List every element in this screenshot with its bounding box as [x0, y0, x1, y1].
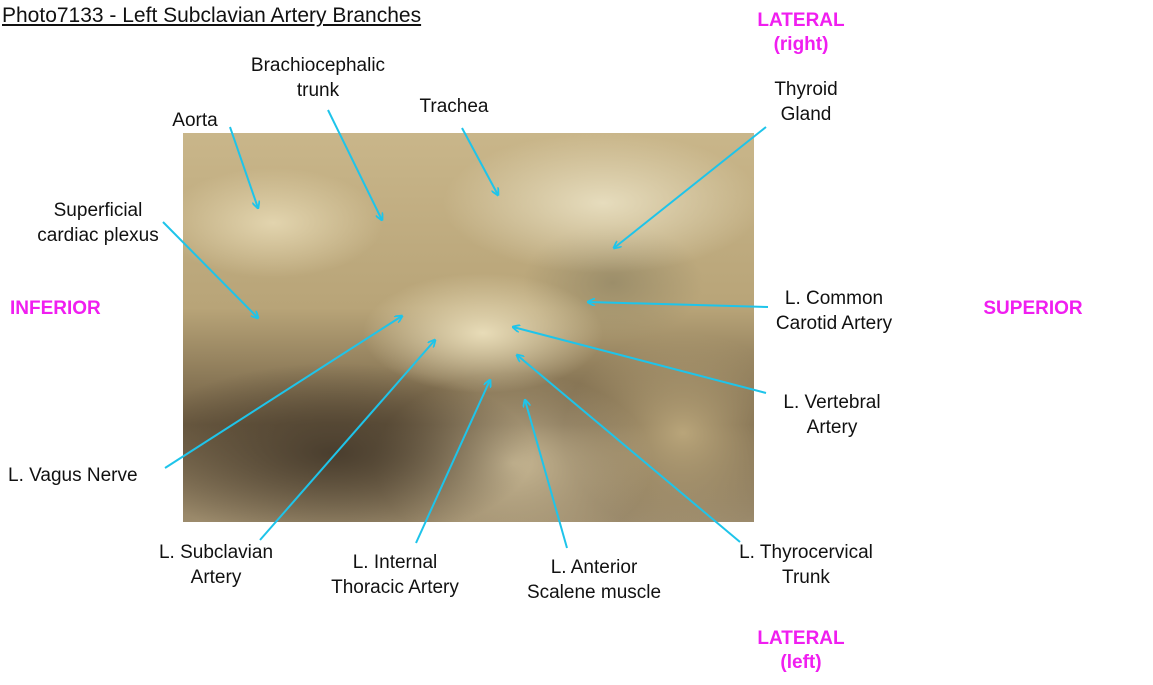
label-line: Carotid Artery — [775, 313, 893, 334]
direction-lateral-left: LATERAL (left) — [757, 627, 844, 675]
label-line: trunk — [296, 80, 340, 101]
label-line: L. Thyrocervical — [739, 542, 873, 563]
arrow-aorta — [229, 126, 258, 208]
arrow-trachea — [461, 127, 498, 195]
label-anterior-scalene-muscle: L. Anterior Scalene muscle — [527, 555, 661, 605]
arrow-brachiocephalic — [327, 109, 382, 220]
direction-inferior: INFERIOR — [10, 298, 101, 319]
label-aorta: Aorta — [172, 110, 218, 131]
page-title: Photo7133 - Left Subclavian Artery Branc… — [2, 4, 422, 27]
direction-lateral-right: LATERAL (right) — [757, 9, 844, 57]
arrow-vertebral — [513, 327, 767, 394]
arrow-cardiac-plexus — [162, 221, 258, 318]
arrow-thyrocervical — [517, 355, 741, 543]
label-line: Superficial — [53, 200, 143, 221]
label-line: L. Subclavian — [158, 542, 274, 563]
label-line: Trunk — [782, 567, 830, 588]
direction-superior: SUPERIOR — [983, 298, 1083, 319]
direction-text: LATERAL — [757, 628, 845, 649]
label-superficial-cardiac-plexus: Superficial cardiac plexus — [37, 198, 158, 248]
label-line: Artery — [806, 417, 858, 438]
label-line: Thyroid — [774, 79, 838, 100]
label-trachea: Trachea — [419, 96, 489, 117]
arrow-subclavian — [259, 340, 435, 541]
label-thyroid-gland: Thyroid Gland — [774, 77, 837, 127]
label-line: Thoracic Artery — [331, 577, 459, 598]
arrow-thyroid — [614, 126, 767, 248]
arrow-common-carotid — [588, 302, 769, 308]
label-common-carotid-artery: L. Common Carotid Artery — [776, 286, 892, 336]
label-vertebral-artery: L. Vertebral Artery — [783, 390, 880, 440]
label-thyrocervical-trunk: L. Thyrocervical Trunk — [739, 540, 873, 590]
label-line: cardiac plexus — [37, 225, 159, 246]
label-line: L. Vertebral — [783, 392, 881, 413]
label-vagus-nerve: L. Vagus Nerve — [8, 465, 138, 486]
label-line: Brachiocephalic — [250, 55, 386, 76]
label-line: Scalene muscle — [526, 582, 662, 603]
label-line: L. Common — [784, 288, 884, 309]
dissection-photo — [183, 133, 754, 522]
arrow-vagus — [164, 316, 402, 469]
arrow-anterior-scalene — [525, 400, 568, 549]
label-internal-thoracic-artery: L. Internal Thoracic Artery — [331, 550, 459, 600]
label-line: Gland — [780, 104, 832, 125]
label-line: L. Internal — [352, 552, 438, 573]
label-line: Artery — [190, 567, 242, 588]
label-line: L. Anterior — [550, 557, 638, 578]
arrow-internal-thoracic — [415, 380, 490, 544]
label-subclavian-artery: L. Subclavian Artery — [159, 540, 273, 590]
direction-subtext: (right) — [773, 34, 829, 55]
direction-text: LATERAL — [757, 10, 845, 31]
direction-subtext: (left) — [780, 652, 822, 673]
label-brachiocephalic-trunk: Brachiocephalic trunk — [251, 53, 385, 103]
